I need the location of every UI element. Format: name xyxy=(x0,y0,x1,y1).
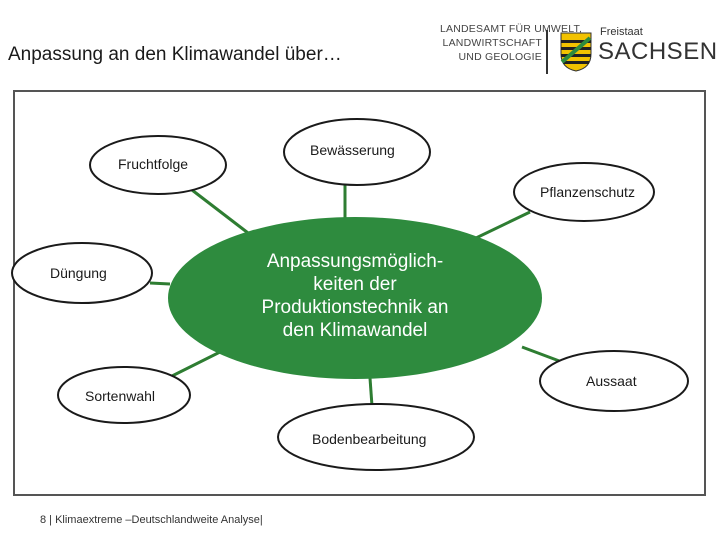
center-label-line1: Anpassungsmöglich- xyxy=(266,251,444,272)
center-label-line4: den Klimawandel xyxy=(282,320,428,341)
node-label-duengung: Düngung xyxy=(50,265,107,281)
center-label-line2: keiten der xyxy=(313,274,397,295)
connector-duengung xyxy=(149,281,171,286)
node-pflanzenschutz xyxy=(513,162,655,222)
node-sortenwahl xyxy=(57,366,191,424)
node-label-aussaat: Aussaat xyxy=(586,373,637,389)
state-name-small: Freistaat xyxy=(600,26,643,38)
node-duengung xyxy=(11,242,153,304)
node-fruchtfolge xyxy=(89,135,227,195)
node-bewaesserung xyxy=(283,118,431,186)
connector-pflanzenschutz xyxy=(475,210,531,240)
connector-sortenwahl xyxy=(169,349,223,379)
diagram-frame xyxy=(13,90,706,496)
saxony-coat-of-arms-icon xyxy=(560,32,592,72)
center-node-label: Anpassungsmöglich- keiten der Produktion… xyxy=(220,250,490,342)
connector-aussaat xyxy=(521,345,563,364)
connector-bodenbearbeitung xyxy=(368,377,374,407)
slide-footer: 8 | Klimaextreme –Deutschlandweite Analy… xyxy=(40,514,263,526)
node-bodenbearbeitung xyxy=(277,403,475,471)
connector-fruchtfolge xyxy=(191,188,253,238)
node-label-fruchtfolge: Fruchtfolge xyxy=(118,156,189,172)
lfulg-logo-line3: UND GEOLOGIE xyxy=(458,51,542,63)
slide-title: Anpassung an den Klimawandel über… xyxy=(8,44,342,65)
center-node xyxy=(168,217,542,379)
node-label-sortenwahl: Sortenwahl xyxy=(85,388,156,404)
node-label-bewaesserung: Bewässerung xyxy=(310,142,395,158)
lfulg-logo-line2: LANDWIRTSCHAFT xyxy=(442,37,542,49)
node-aussaat xyxy=(539,350,689,412)
node-label-pflanzenschutz: Pflanzenschutz xyxy=(540,184,635,200)
state-name-large: SACHSEN xyxy=(598,38,718,65)
node-label-bodenbearbeitung: Bodenbearbeitung xyxy=(312,431,427,447)
center-label-line3: Produktionstechnik an xyxy=(261,297,449,318)
logo-divider xyxy=(546,30,548,74)
